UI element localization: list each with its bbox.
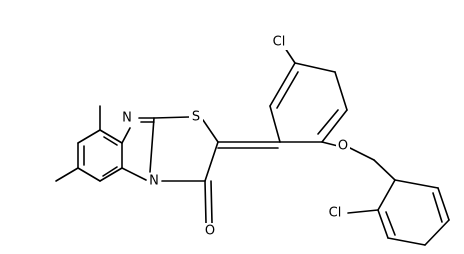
label-backdrop bbox=[324, 205, 346, 221]
atom-label-cl-bottom: Cl bbox=[329, 206, 342, 221]
bond-single bbox=[99, 167, 123, 182]
atom-label-n-imine-group: N bbox=[120, 110, 134, 126]
bond-double-inner bbox=[103, 136, 118, 146]
bond-chloro bbox=[347, 209, 379, 214]
atom-label-o-carbonyl: O bbox=[205, 224, 215, 239]
bond-single bbox=[394, 179, 439, 189]
bond-single bbox=[202, 119, 219, 143]
bond-single bbox=[377, 209, 389, 239]
bond-single bbox=[321, 109, 348, 143]
bond-single bbox=[204, 141, 219, 182]
label-backdrop bbox=[203, 223, 217, 239]
bond-double-inner bbox=[432, 192, 443, 223]
label-backdrop bbox=[147, 173, 161, 189]
label-backdrop bbox=[189, 109, 203, 125]
atom-label-n-bridge: N bbox=[149, 174, 159, 189]
bond-single bbox=[149, 117, 155, 173]
atom-label-s-thiazole: S bbox=[192, 110, 200, 125]
atom-label-cl-top-group: Cl bbox=[268, 34, 290, 50]
bond-single bbox=[269, 62, 296, 107]
bond-single bbox=[424, 219, 450, 246]
bond-single bbox=[77, 129, 101, 144]
bond-single bbox=[269, 105, 281, 143]
bond-single bbox=[153, 116, 190, 119]
bond-ether-ch2 bbox=[349, 147, 375, 161]
bond-methyl bbox=[55, 167, 79, 182]
bond-double-inner bbox=[317, 109, 339, 135]
bond-ch2-ring bbox=[373, 159, 396, 181]
bond-single bbox=[334, 71, 348, 111]
bond-single bbox=[321, 141, 339, 147]
bond-single bbox=[99, 129, 123, 144]
bond-chloro bbox=[284, 47, 296, 64]
atom-label-o-ether: O bbox=[338, 139, 348, 154]
label-backdrop bbox=[268, 34, 290, 50]
bond-carbonyl-2 bbox=[210, 180, 213, 224]
bond-single bbox=[377, 179, 396, 211]
bond-single bbox=[77, 167, 101, 182]
bond-single bbox=[294, 62, 336, 73]
bond-single bbox=[437, 187, 450, 221]
bond-carbonyl bbox=[204, 180, 207, 224]
bond-single bbox=[121, 127, 131, 144]
bond-single bbox=[121, 167, 147, 181]
bond-single bbox=[387, 237, 426, 246]
bond-layer bbox=[55, 47, 450, 246]
atom-label-s-thiazole-group: S bbox=[189, 109, 203, 125]
atom-label-o-ether-group: O bbox=[336, 138, 350, 154]
label-backdrop bbox=[336, 138, 350, 154]
atom-label-n-imine: N bbox=[122, 111, 132, 126]
atom-label-cl-top: Cl bbox=[273, 35, 286, 50]
bond-double-inner bbox=[102, 166, 118, 177]
atom-label-cl-bottom-group: Cl bbox=[324, 205, 346, 221]
bond-double-inner bbox=[385, 211, 396, 236]
atom-label-n-bridge-group: N bbox=[147, 173, 161, 189]
label-backdrop bbox=[120, 110, 134, 126]
bond-double-inner bbox=[276, 71, 299, 109]
atom-label-o-carbonyl-group: O bbox=[203, 223, 217, 239]
